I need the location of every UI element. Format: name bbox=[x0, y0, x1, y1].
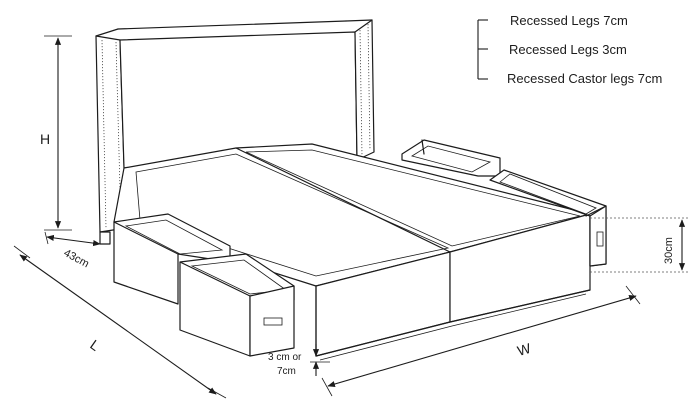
dimension-width: W bbox=[321, 285, 641, 397]
headboard bbox=[95, 19, 375, 233]
dimension-leg-gap-label-line2: 7cm bbox=[277, 366, 296, 377]
dimension-base-height: 30cm bbox=[590, 217, 690, 273]
legend-item-legs-7cm: Recessed Legs 7cm bbox=[510, 13, 628, 28]
dimension-width-label: W bbox=[515, 340, 533, 359]
dimension-base-height-label: 30cm bbox=[663, 237, 675, 264]
dimension-height-label: H bbox=[40, 131, 50, 147]
legend: Recessed Legs 7cm Recessed Legs 3cm Rece… bbox=[477, 13, 662, 86]
dimension-length-label: L bbox=[87, 336, 103, 354]
headboard-leg bbox=[99, 231, 111, 245]
dimension-depth: 43cm bbox=[44, 231, 101, 270]
drawer-handle[interactable] bbox=[596, 231, 604, 247]
dimension-leg-gap-label-line1: 3 cm or bbox=[268, 352, 302, 363]
drawer-handle[interactable] bbox=[263, 317, 283, 326]
drawer-front-right[interactable] bbox=[489, 169, 607, 267]
legend-item-castor-legs-7cm: Recessed Castor legs 7cm bbox=[507, 71, 662, 86]
legend-bracket bbox=[477, 19, 488, 80]
dimension-leg-gap: 3 cm or 7cm bbox=[268, 344, 330, 377]
dimension-depth-label: 43cm bbox=[62, 247, 91, 270]
dimension-height: H bbox=[40, 35, 72, 231]
legend-item-legs-3cm: Recessed Legs 3cm bbox=[509, 42, 627, 57]
